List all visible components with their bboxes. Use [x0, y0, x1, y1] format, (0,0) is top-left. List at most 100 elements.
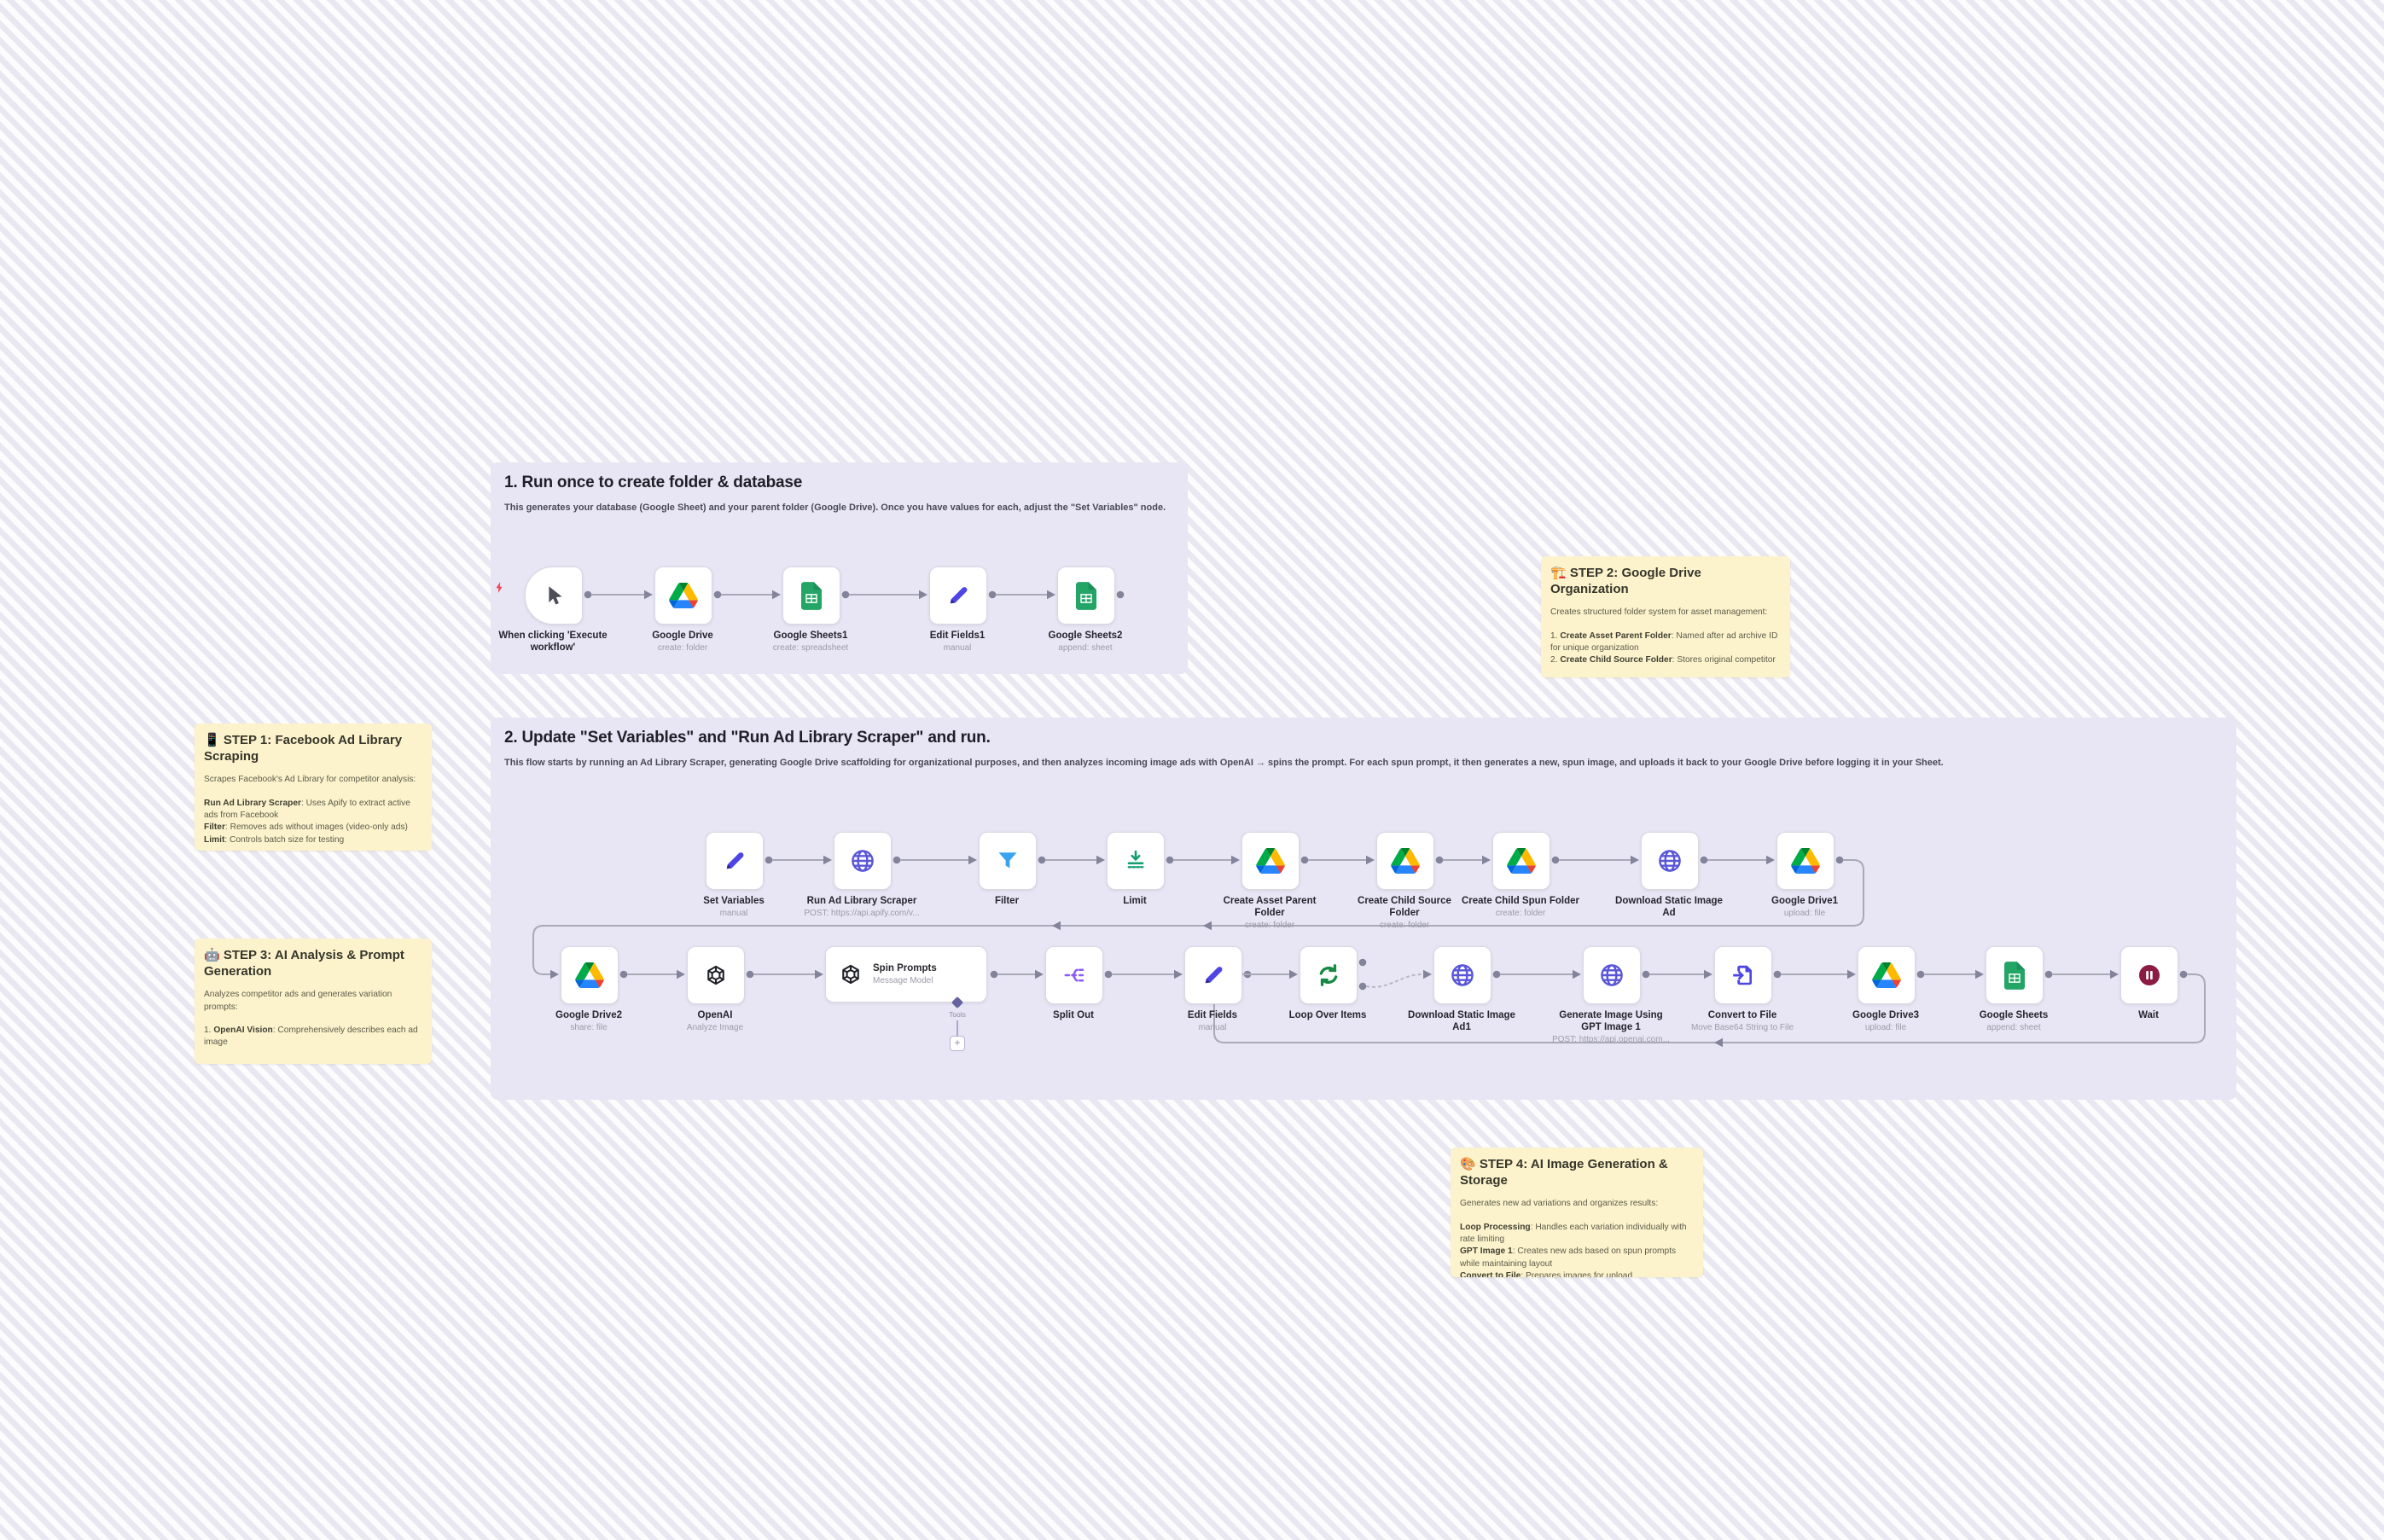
node-label: Create Asset Parent Folder — [1223, 896, 1317, 919]
sticky-note-title-text: STEP 4: AI Image Generation & Storage — [1460, 1157, 1668, 1188]
node-label: When clicking 'Execute workflow' — [498, 631, 608, 654]
node-gd1[interactable] — [1776, 832, 1835, 890]
sticky-note-step-3[interactable]: 🤖 STEP 3: AI Analysis & Prompt Generatio… — [195, 939, 432, 1064]
node-oai[interactable] — [687, 946, 745, 1004]
google-sheets-icon — [1076, 581, 1096, 610]
node-gd3[interactable] — [1858, 946, 1916, 1004]
sticky-note-paragraph: Generates new ad variations and organize… — [1460, 1199, 1659, 1209]
sticky-note-paragraph: Limit: Controls batch size for testing — [204, 834, 345, 845]
sticky-note-title-text: STEP 2: Google Drive Organization — [1550, 566, 1701, 597]
node-gsheets[interactable] — [1986, 946, 2044, 1004]
openai-icon — [703, 962, 729, 988]
sticky-note-paragraph: Creates structured folder system for ass… — [1550, 607, 1768, 618]
node-subtitle: manual — [719, 909, 748, 919]
step-1-emoji-icon: 📱 — [204, 733, 220, 747]
sticky-note-paragraph: Convert to File: Prepares images for upl… — [1460, 1270, 1633, 1277]
node-subtitle: Message Model — [873, 976, 933, 985]
group-title: 1. Run once to create folder & database — [504, 474, 803, 491]
node-caption: Split Out — [1005, 1009, 1142, 1021]
node-ccspf[interactable] — [1492, 832, 1550, 890]
node-caption: Limit — [1067, 895, 1203, 907]
tools-connector-line — [957, 1020, 958, 1036]
node-subtitle: POST: https://api.openai.com... — [1552, 1035, 1670, 1045]
node-label: OpenAI — [697, 1010, 733, 1020]
node-gen[interactable] — [1583, 946, 1641, 1004]
sticky-note-paragraph: 1. Create Asset Parent Folder: Named aft… — [1550, 631, 1778, 653]
node-conv[interactable] — [1714, 946, 1772, 1004]
sticky-note-paragraph: Run Ad Library Scraper: Uses Apify to ex… — [204, 798, 410, 820]
node-label: Google Drive3 — [1852, 1010, 1919, 1020]
node-label: Generate Image Using GPT Image 1 — [1559, 1010, 1663, 1033]
sticky-note-title-text: STEP 1: Facebook Ad Library Scraping — [204, 733, 403, 764]
step-3-emoji-icon: 🤖 — [204, 948, 220, 962]
node-gs1[interactable] — [782, 567, 840, 625]
group-description: This flow starts by running an Ad Librar… — [504, 758, 1944, 768]
google-drive-icon — [1872, 962, 1901, 988]
node-filter[interactable] — [979, 832, 1037, 890]
node-split[interactable] — [1045, 946, 1103, 1004]
wait-icon — [2137, 962, 2162, 988]
node-ccsf[interactable] — [1376, 832, 1434, 890]
node-sv[interactable] — [706, 832, 764, 890]
node-capf[interactable] — [1241, 832, 1300, 890]
node-caption: When clicking 'Execute workflow' — [485, 630, 621, 654]
node-label: Create Child Spun Folder — [1461, 896, 1579, 906]
google-drive-icon — [575, 962, 604, 988]
node-ef[interactable] — [1184, 946, 1242, 1004]
node-subtitle: manual — [1198, 1023, 1227, 1033]
tools-connector-label: Tools — [949, 1010, 966, 1019]
node-gd2[interactable] — [561, 946, 619, 1004]
node-limit[interactable] — [1107, 832, 1165, 890]
node-subtitle: upload: file — [1864, 1023, 1907, 1033]
node-dsi1[interactable] — [1433, 946, 1491, 1004]
node-subtitle: share: file — [570, 1023, 608, 1033]
node-dsi[interactable] — [1641, 832, 1699, 890]
node-caption: Filter — [939, 895, 1075, 907]
node-label: Wait — [2138, 1010, 2159, 1020]
convert-file-icon — [1730, 962, 1756, 988]
node-subtitle: create: folder — [657, 643, 708, 654]
node-t1[interactable] — [525, 567, 583, 625]
node-subtitle: create: spreadsheet — [772, 643, 849, 654]
pencil-icon — [1201, 962, 1226, 988]
node-label: Google Sheets2 — [1048, 631, 1123, 641]
node-ef1[interactable] — [929, 567, 987, 625]
cursor-icon — [541, 583, 567, 608]
google-drive-icon — [1507, 848, 1536, 874]
sticky-note-paragraph: Analyzes competitor ads and generates va… — [204, 990, 392, 1012]
openai-icon — [838, 962, 863, 987]
node-subtitle: create: folder — [1379, 921, 1430, 931]
sticky-note-paragraph: Loop Processing: Handles each variation … — [1460, 1222, 1687, 1244]
step-2-emoji-icon: 🏗️ — [1550, 566, 1567, 580]
sticky-note-title-text: STEP 3: AI Analysis & Prompt Generation — [204, 948, 404, 979]
add-tool-button[interactable]: + — [950, 1036, 965, 1051]
node-subtitle: manual — [943, 643, 972, 654]
limit-icon — [1123, 848, 1148, 874]
execute-pin-icon — [493, 581, 506, 598]
node-gs2[interactable] — [1057, 567, 1115, 625]
google-drive-icon — [1391, 848, 1420, 874]
node-wait[interactable] — [2120, 946, 2178, 1004]
sticky-note-paragraph: 2. Create Child Source Folder: Stores or… — [1550, 655, 1776, 665]
node-label: Google Sheets — [1979, 1010, 2049, 1020]
node-label: Download Static Image Ad — [1615, 896, 1723, 919]
node-loop[interactable] — [1300, 946, 1358, 1004]
node-subtitle: POST: https://api.apify.com/v... — [804, 909, 920, 919]
node-gd[interactable] — [654, 567, 712, 625]
node-scraper[interactable] — [834, 832, 892, 890]
node-label: Set Variables — [703, 896, 765, 906]
step-4-emoji-icon: 🎨 — [1460, 1157, 1476, 1171]
